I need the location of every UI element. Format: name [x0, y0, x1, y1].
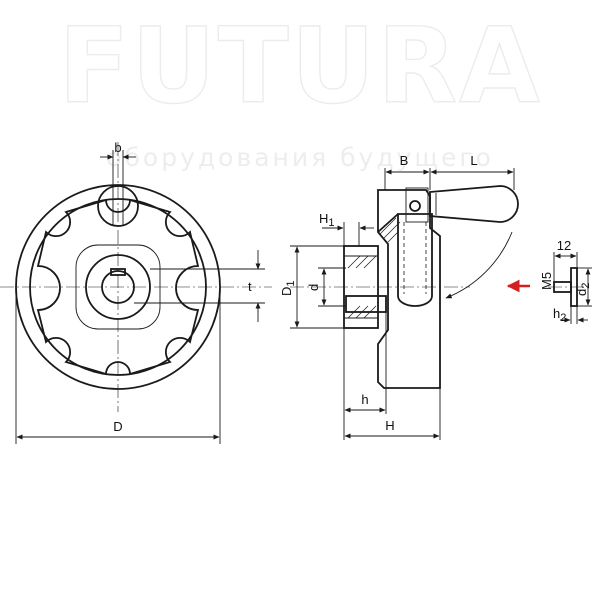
wheel-rim-inner	[29, 198, 207, 376]
fold-direction-arc	[445, 231, 513, 299]
dim-d-label: d	[306, 284, 321, 291]
wheel-hub-boss	[75, 244, 161, 330]
side-hub-hatching	[347, 255, 377, 319]
pivot-block	[405, 187, 429, 223]
dim-h-label: h	[361, 392, 368, 407]
side-view: B L H1 D1 d h H	[279, 153, 519, 440]
front-view: b t D	[0, 140, 272, 444]
wheel-scalloped-web	[36, 198, 200, 376]
dim-D1-label: D1	[279, 280, 297, 296]
dim-t-label: t	[248, 279, 252, 294]
dim-h2-label: h2	[553, 306, 566, 324]
dim-b-label: b	[114, 140, 121, 155]
watermark-tagline: оборудования будущего	[106, 143, 494, 172]
dim-12-label: 12	[557, 238, 571, 253]
pivot-pin	[409, 200, 421, 212]
side-web-hatch	[379, 217, 401, 243]
dim-L-label: L	[470, 153, 477, 168]
handle-grip	[429, 185, 519, 223]
handle-boss	[97, 185, 139, 227]
dim-B-label: B	[400, 153, 409, 168]
side-wheel-body	[377, 189, 441, 389]
keyway	[110, 268, 126, 276]
watermark-brand: FUTURA	[58, 5, 541, 127]
handle-arm	[397, 213, 433, 307]
dim-H-label: H	[385, 418, 394, 433]
wheel-hub-outer	[85, 254, 151, 320]
wheel-bore	[101, 270, 135, 304]
side-hub	[343, 245, 379, 329]
side-hub-shoulder	[345, 295, 387, 313]
dim-d2-label: d2	[574, 283, 592, 296]
detail-view: 12 M5 d2 h2	[506, 238, 592, 324]
watermark: FUTURA оборудования будущего	[58, 4, 541, 172]
dim-H1-label: H1	[319, 211, 335, 229]
dim-D-label: D	[113, 419, 122, 434]
dim-M5-label: M5	[539, 272, 554, 290]
side-web-taper	[377, 213, 399, 233]
